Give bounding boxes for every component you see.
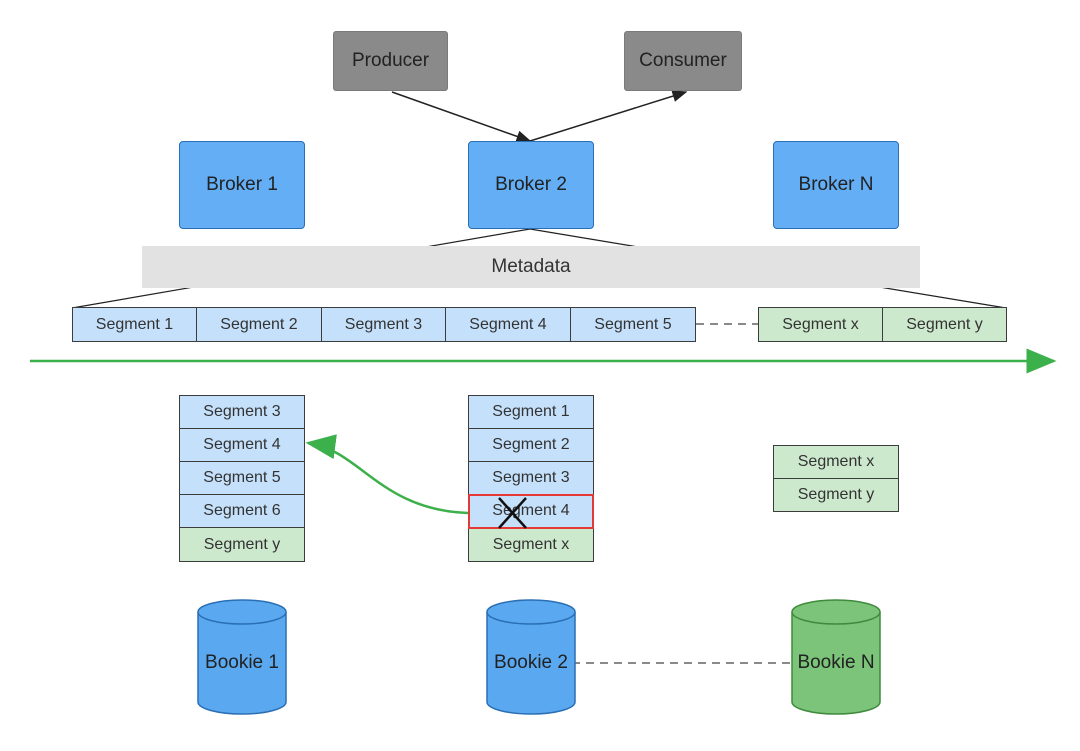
ledger-segment: Segment 4 — [445, 307, 571, 342]
segment-label: Segment 5 — [203, 469, 281, 486]
bookie-1-cylinder-icon — [197, 599, 287, 715]
bookie-1-label: Bookie 1 — [205, 652, 279, 673]
segment-label: Segment 2 — [220, 315, 298, 333]
producer-to-broker-arrow — [391, 91, 532, 143]
ledger-segment: Segment 3 — [321, 307, 446, 342]
bookie-n-label: Bookie N — [797, 652, 875, 673]
segment-label: Segment x — [492, 535, 570, 553]
broker-n-label: Broker N — [798, 174, 874, 195]
re-replication-arrow — [305, 434, 469, 515]
producer-label: Producer — [351, 50, 430, 71]
segment-label: Segment x — [782, 315, 859, 333]
segment-label: Segment 3 — [492, 469, 570, 486]
broker-1-label: Broker 1 — [206, 174, 278, 195]
bookie-n-segment: Segment x — [773, 445, 899, 479]
segment-label: Segment x — [797, 453, 875, 470]
metadata-label: Metadata — [491, 256, 571, 277]
segment-label: Segment 1 — [95, 315, 174, 333]
bookie-1-segment: Segment 4 — [179, 428, 305, 462]
segment-label: Segment 3 — [344, 315, 423, 333]
segment-label: Segment y — [906, 315, 983, 333]
broker-2: Broker 2 — [468, 141, 594, 229]
segment-label: Segment 3 — [203, 403, 281, 420]
broker-2-label: Broker 2 — [495, 174, 567, 195]
broker-to-consumer-arrow — [529, 90, 688, 142]
consumer-label: Consumer — [639, 50, 727, 71]
bookie-n-cylinder-icon — [791, 599, 881, 715]
segment-label: Segment y — [203, 535, 281, 553]
consumer-box: Consumer — [624, 31, 742, 91]
segment-label: Segment y — [797, 486, 875, 503]
bookie-1-segment: Segment y — [179, 527, 305, 562]
bookie-2-segment: Segment 3 — [468, 461, 594, 495]
broker-n: Broker N — [773, 141, 899, 229]
segment-label: Segment 4 — [469, 315, 547, 333]
segment-label: Segment 6 — [203, 502, 281, 519]
bookie-2-segment: Segment x — [468, 527, 594, 562]
ledger-segment: Segment 1 — [72, 307, 197, 342]
ledger-segment: Segment y — [882, 307, 1007, 342]
segment-label: Segment 2 — [492, 436, 570, 453]
bookie-n-segment: Segment y — [773, 478, 899, 512]
failure-highlight-frame — [468, 494, 594, 529]
broker-1: Broker 1 — [179, 141, 305, 229]
segment-label: Segment 4 — [203, 436, 281, 453]
ledger-segment: Segment 5 — [570, 307, 696, 342]
producer-box: Producer — [333, 31, 448, 91]
metadata-band: Metadata — [142, 246, 920, 288]
bookie-1-segment: Segment 6 — [179, 494, 305, 528]
segment-label: Segment 1 — [492, 403, 570, 420]
segment-label: Segment 5 — [594, 315, 672, 333]
bookie-1-segment: Segment 5 — [179, 461, 305, 495]
bookie-2-label: Bookie 2 — [494, 652, 568, 673]
bookie-2-cylinder-icon — [486, 599, 576, 715]
bookie-2-segment: Segment 2 — [468, 428, 594, 462]
bookie-1-segment: Segment 3 — [179, 395, 305, 429]
bookie-2-segment: Segment 1 — [468, 395, 594, 429]
